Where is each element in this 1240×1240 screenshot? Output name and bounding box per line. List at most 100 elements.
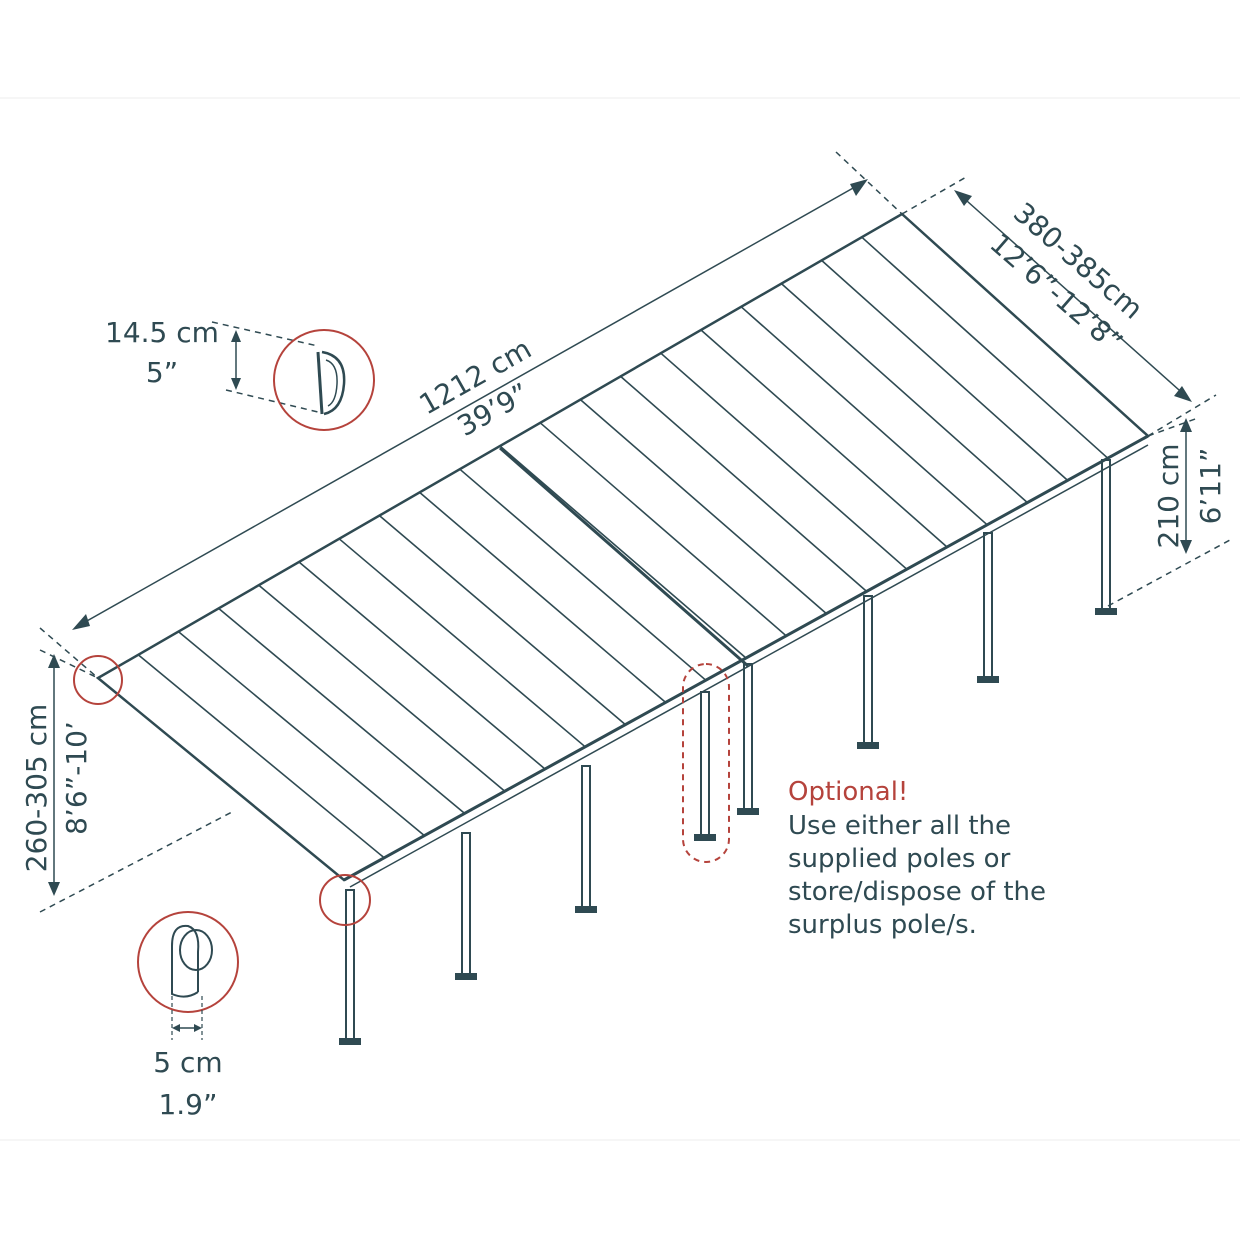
support-post [1095,459,1117,615]
post-footplate [977,676,999,683]
width-extension-top [901,175,969,215]
back-corner-highlight [73,655,123,705]
post-footplate [694,834,716,841]
post-footplate [455,973,477,980]
post-shaft [345,889,355,1041]
beam-detail: 14.5 cm 5” [105,316,375,431]
back-height-cm-label: 260-305 cm [20,704,53,873]
beam-extension-top [211,321,319,347]
roof-rib [459,468,707,681]
back-height-arrow-top [48,654,60,668]
post-cap-back [179,929,213,971]
roof-outline [95,212,1151,882]
back-height-in-label: 8’6”-10’ [60,721,93,835]
roof-rib [137,654,385,859]
back-height-arrow-bottom [48,882,60,896]
width-arrow-top [954,190,972,206]
roof-ribs [137,236,1109,859]
post-footplate [575,906,597,913]
roof [95,212,1151,888]
back-height-dimension: 260-305 cm 8’6”-10’ [20,649,233,913]
roof-rib [419,491,667,704]
support-post [977,532,999,683]
beam-height-in-label: 5” [146,356,178,389]
roof-rib [258,584,506,792]
post-footplate [1095,608,1117,615]
post-width-arrow-left [172,1024,180,1032]
length-arrow-right [850,179,868,196]
post-shaft [461,832,471,976]
support-posts [339,459,1117,1045]
roof-rib [861,236,1109,459]
optional-pole-highlight [682,663,730,863]
roof-center-seam [499,446,749,668]
beam-profile-curve [321,350,346,416]
post-profile [171,924,200,998]
front-corner-highlight [319,874,371,926]
note-line-2: supplied poles or [788,844,1011,874]
note-line-4: surplus pole/s. [788,910,977,940]
roof-rib [499,445,747,659]
post-width-arrow-right [194,1024,202,1032]
support-post [694,691,716,841]
roof-rib [740,306,988,526]
roof-rib [780,283,1028,504]
roof-rib [378,514,626,726]
beam-height-cm-label: 14.5 cm [105,316,219,349]
roof-rib [338,538,586,748]
post-detail-circle [137,911,239,1013]
roof-rib [821,259,1069,481]
beam-extension-bottom [225,389,319,413]
length-extension-left [39,627,99,679]
back-height-extension-top [39,649,99,679]
support-post [857,595,879,749]
back-height-extension-bottom [39,811,233,913]
front-height-arrow-bottom [1180,540,1192,554]
length-extension-right [835,151,903,215]
length-dimension: 1212 cm 39’9” [39,151,903,679]
front-height-cm-label: 210 cm [1152,443,1185,548]
width-dimension: 380-385cm 12’6”-12’8” [901,175,1217,437]
post-width-in-label: 1.9” [158,1088,217,1121]
roof-rib [660,352,908,570]
width-extension-bottom [1147,394,1217,437]
beam-height-arrow-bottom [231,378,241,390]
post-shaft [863,595,873,745]
note-line-3: store/dispose of the [788,877,1046,907]
roof-rib [218,607,466,815]
post-shaft [743,663,753,811]
post-footplate [339,1038,361,1045]
post-footplate [737,808,759,815]
front-height-dimension: 210 cm 6’11” [1107,417,1231,607]
front-height-arrow-top [1180,418,1192,432]
roof-rib [177,630,425,837]
width-arrow-bottom [1174,386,1192,402]
post-shaft [700,691,710,837]
optional-note: Optional! Use either all the supplied po… [788,777,1046,940]
roof-rib [298,561,546,770]
support-post [737,663,759,815]
roof-rib [620,375,868,593]
beam-detail-circle [273,329,375,431]
front-height-in-label: 6’11” [1194,448,1227,525]
beam-profile-inner [325,359,338,407]
note-line-1: Use either all the [788,811,1011,841]
post-shaft [983,532,993,679]
support-post [575,765,597,913]
roof-rib [579,398,827,615]
front-beam-lower-edge [349,444,1149,888]
roof-rib [539,422,787,637]
beam-height-arrow-top [231,330,241,342]
support-post [455,832,477,980]
front-height-extension-bottom [1107,539,1231,607]
support-post [339,889,361,1045]
roof-rib [700,329,948,548]
note-title: Optional! [788,777,908,807]
post-footplate [857,742,879,749]
post-shaft [1101,459,1111,611]
post-shaft [581,765,591,909]
beam-profile-back [316,351,324,415]
front-height-extension-top [1147,417,1199,437]
